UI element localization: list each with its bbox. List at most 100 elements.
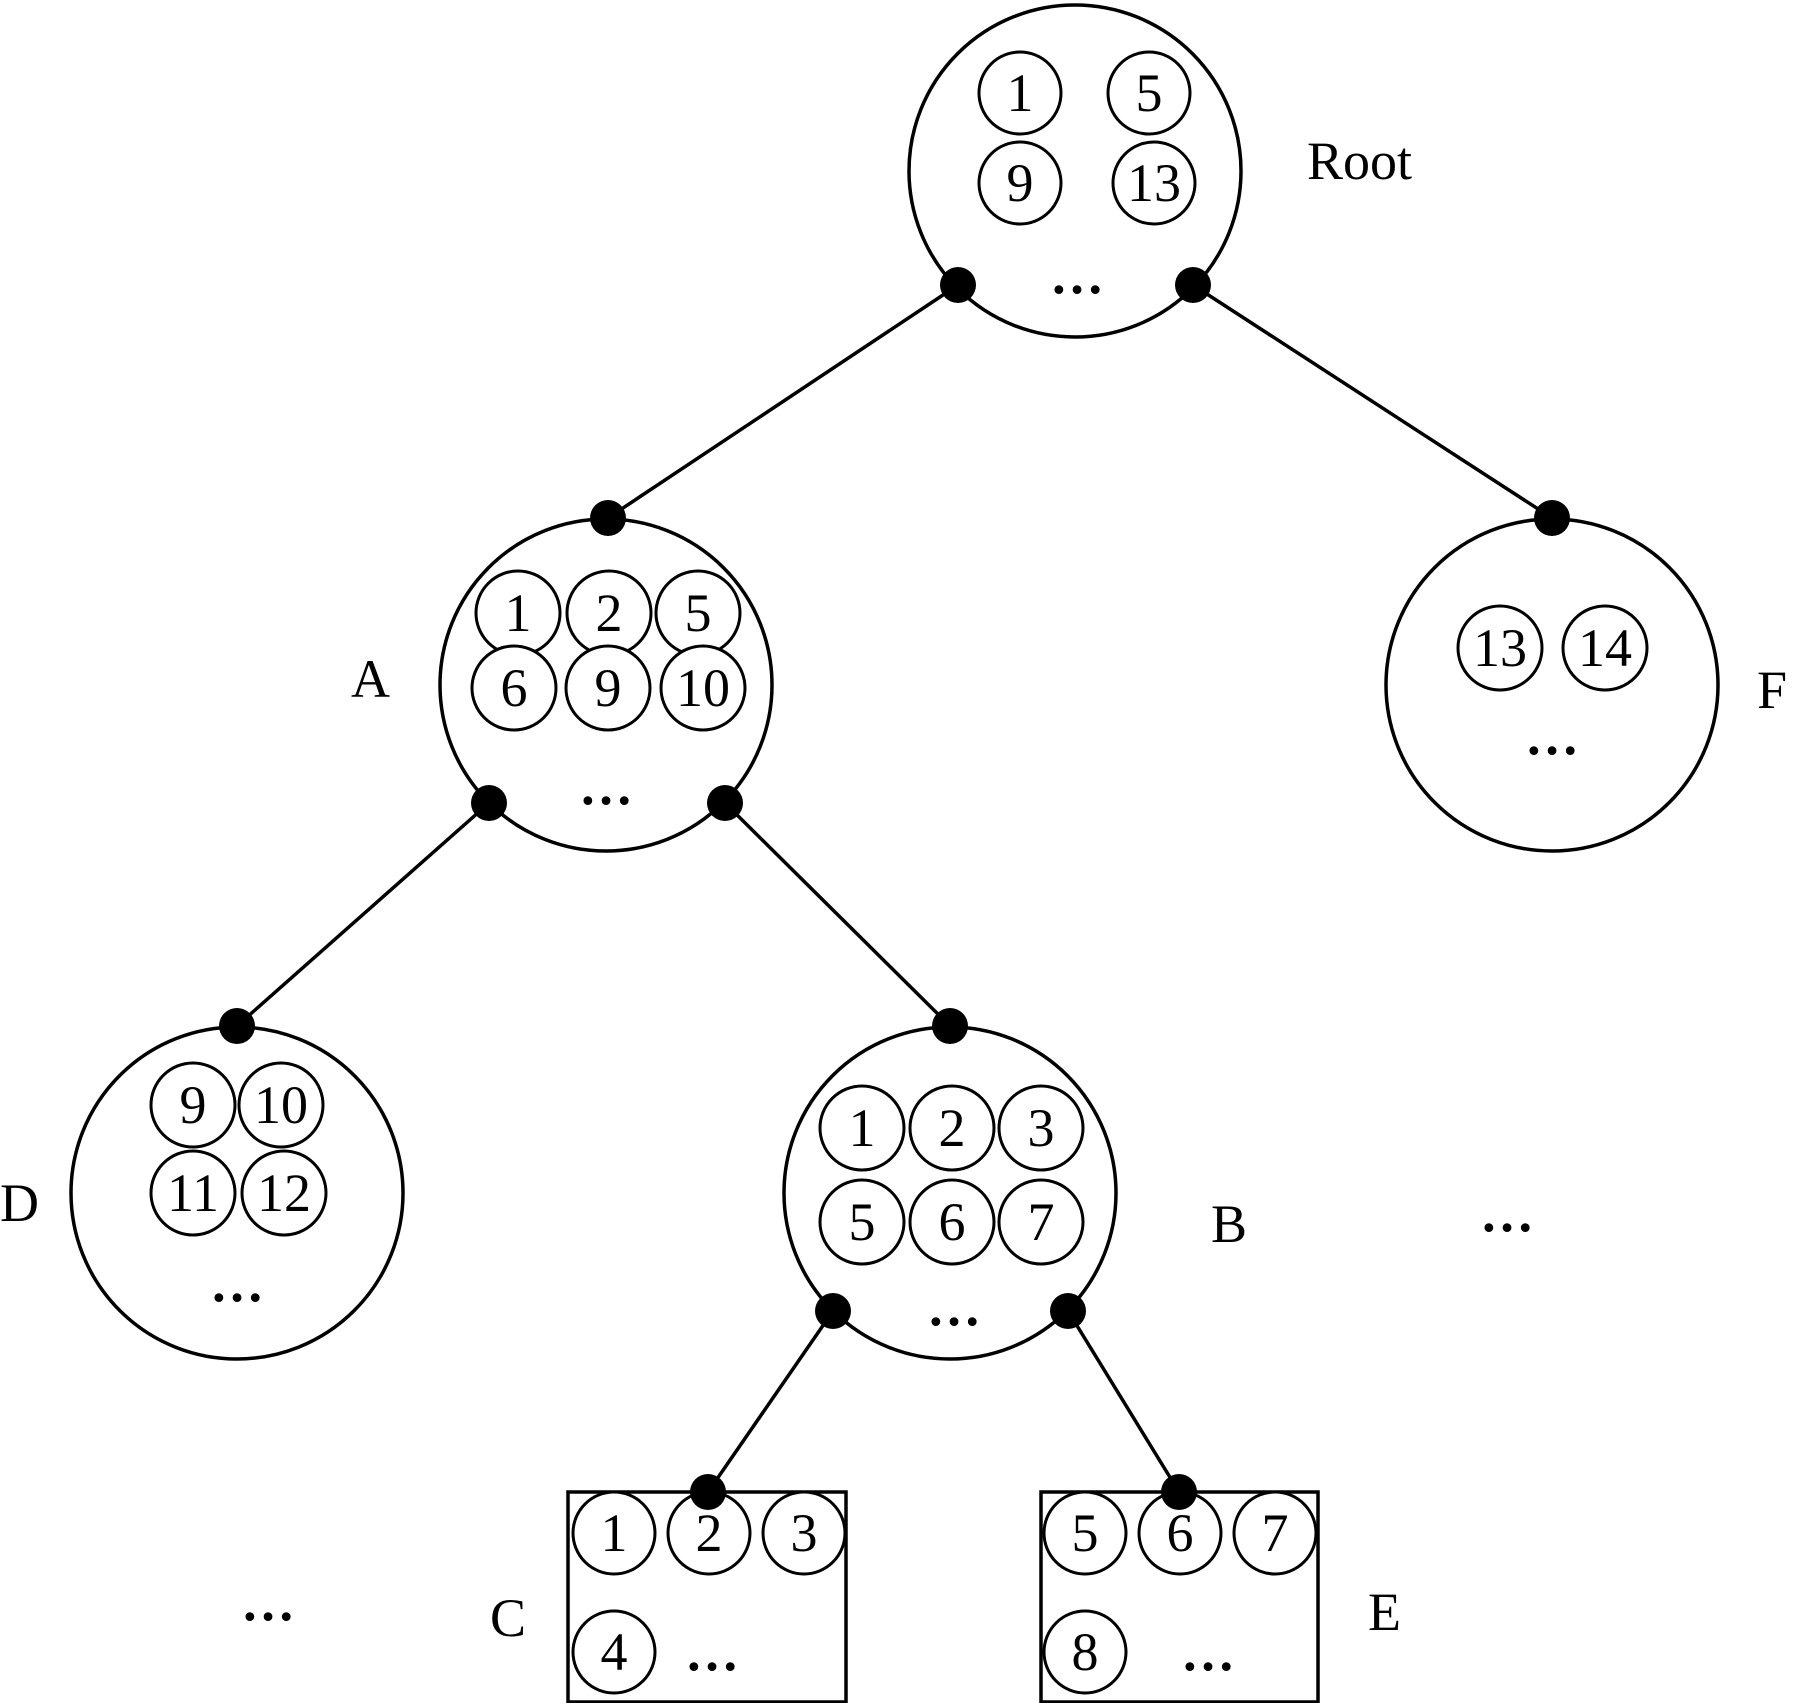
- a-item: 1: [505, 583, 532, 643]
- c-label: C: [490, 1588, 526, 1648]
- f-label: F: [1757, 660, 1787, 720]
- dot-a-right: [707, 785, 743, 821]
- a-label: A: [351, 649, 390, 709]
- dot-b-right: [1050, 1293, 1086, 1329]
- d-item-circle: [149, 1149, 237, 1237]
- d-item-circle: [149, 1061, 237, 1149]
- b-item-circle: [818, 1084, 906, 1172]
- node-a: 1 2 5 6 9 10 … A: [351, 517, 774, 853]
- b-item: 7: [1028, 1192, 1055, 1252]
- dot-b-top: [932, 1008, 968, 1044]
- root-item-circle: [1111, 140, 1197, 226]
- e-label: E: [1368, 1582, 1401, 1642]
- c-item: 3: [791, 1503, 818, 1563]
- a-item: 5: [685, 583, 712, 643]
- edge-a-d: [235, 801, 491, 1028]
- node-d: 9 10 11 12 … D: [0, 1025, 405, 1361]
- d-item-circle: [237, 1061, 325, 1149]
- d-label: D: [0, 1173, 39, 1233]
- edge-a-b: [723, 801, 952, 1028]
- f-item: 14: [1578, 618, 1632, 678]
- b-item: 5: [849, 1192, 876, 1252]
- node-b: 1 2 3 5 6 7 … B: [782, 1025, 1247, 1361]
- c-item: 2: [696, 1503, 723, 1563]
- b-more: …: [927, 1277, 981, 1337]
- b-item: 2: [939, 1098, 966, 1158]
- dot-c-top: [690, 1474, 726, 1510]
- a-item: 9: [595, 658, 622, 718]
- d-item: 10: [254, 1075, 308, 1135]
- edge-root-a: [607, 283, 959, 520]
- b-item: 1: [849, 1098, 876, 1158]
- b-label: B: [1211, 1194, 1247, 1254]
- dot-a-top: [590, 500, 626, 536]
- e-item: 7: [1262, 1503, 1289, 1563]
- e-item-circle: [1042, 1609, 1128, 1695]
- c-more: …: [685, 1622, 739, 1682]
- b-item: 3: [1028, 1098, 1055, 1158]
- node-f: 13 14 … F: [1384, 517, 1787, 853]
- root-label: Root: [1307, 131, 1412, 191]
- f-more: …: [1525, 706, 1579, 766]
- e-item-circle: [1232, 1490, 1318, 1576]
- a-item-circle: [564, 644, 652, 732]
- root-item: 9: [1007, 153, 1034, 213]
- c-item: 4: [601, 1622, 628, 1682]
- dot-d-top: [219, 1008, 255, 1044]
- root-more: …: [1050, 245, 1104, 305]
- f-item: 13: [1473, 618, 1527, 678]
- a-item: 10: [676, 658, 730, 718]
- root-item-circle: [977, 140, 1063, 226]
- e-item: 5: [1072, 1503, 1099, 1563]
- root-item: 1: [1007, 63, 1034, 123]
- dot-root-left: [940, 267, 976, 303]
- d-item-circle: [240, 1149, 328, 1237]
- f-item-circle: [1561, 604, 1649, 692]
- ellipsis-right-middle: …: [1480, 1183, 1534, 1243]
- root-item: 13: [1127, 153, 1181, 213]
- d-item: 11: [167, 1163, 219, 1223]
- root-item-circle: [977, 50, 1063, 136]
- root-item: 5: [1136, 63, 1163, 123]
- node-root: 1 5 9 13 … Root: [907, 3, 1412, 339]
- c-item-circle: [571, 1609, 657, 1695]
- e-item: 8: [1072, 1622, 1099, 1682]
- d-more: …: [210, 1253, 264, 1313]
- dot-root-right: [1175, 267, 1211, 303]
- e-item: 6: [1167, 1503, 1194, 1563]
- c-item-circle: [761, 1490, 847, 1576]
- dot-a-left: [471, 785, 507, 821]
- edge-b-c: [706, 1310, 835, 1493]
- edge-root-f: [1192, 283, 1553, 520]
- b-item-circle: [908, 1178, 996, 1266]
- dot-b-left: [815, 1293, 851, 1329]
- connection-dots: [219, 267, 1570, 1510]
- node-c: 1 2 3 4 … C: [490, 1490, 848, 1703]
- c-item: 1: [601, 1503, 628, 1563]
- edge-b-e: [1066, 1310, 1181, 1493]
- d-item: 12: [257, 1163, 311, 1223]
- b-item-circle: [908, 1084, 996, 1172]
- a-item: 2: [596, 583, 623, 643]
- a-item-circle: [470, 644, 558, 732]
- b-item-circle: [818, 1178, 906, 1266]
- a-more: …: [579, 756, 633, 816]
- e-item-circle: [1042, 1490, 1128, 1576]
- c-item-circle: [571, 1490, 657, 1576]
- f-item-circle: [1456, 604, 1544, 692]
- ellipsis-left-bottom: …: [241, 1572, 295, 1632]
- a-item: 6: [501, 658, 528, 718]
- b-item: 6: [939, 1192, 966, 1252]
- b-item-circle: [997, 1084, 1085, 1172]
- e-more: …: [1181, 1622, 1235, 1682]
- node-e: 5 6 7 8 … E: [1039, 1490, 1401, 1703]
- dot-e-top: [1161, 1474, 1197, 1510]
- a-item-circle: [659, 644, 747, 732]
- edges: [235, 283, 1553, 1493]
- dot-f-top: [1534, 500, 1570, 536]
- node-f-outline: [1384, 517, 1720, 853]
- d-item: 9: [180, 1075, 207, 1135]
- root-item-circle: [1106, 50, 1192, 136]
- b-item-circle: [997, 1178, 1085, 1266]
